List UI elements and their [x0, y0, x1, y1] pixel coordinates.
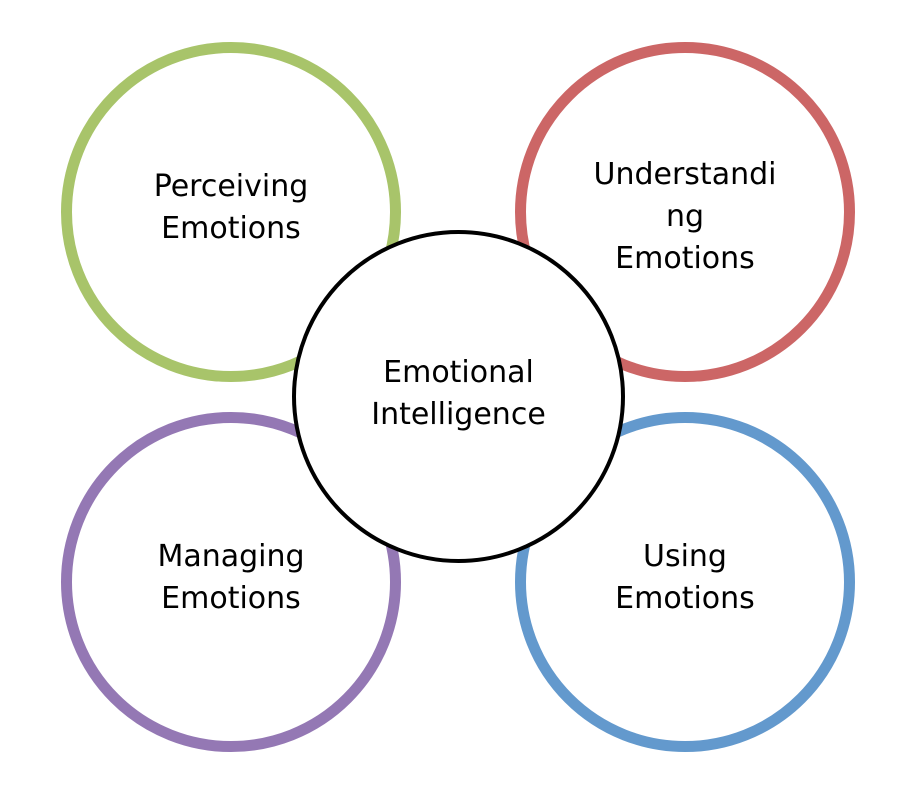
emotional-intelligence-label: Emotional Intelligence	[371, 354, 546, 432]
perceiving-emotions-label: Perceiving Emotions	[153, 169, 309, 246]
understanding-emotions-label: Understandi ng Emotions	[593, 157, 777, 276]
managing-emotions-label: Managing Emotions	[157, 539, 305, 616]
understanding-emotions-circle: Understandi ng Emotions	[515, 42, 855, 382]
perceiving-emotions-circle: Perceiving Emotions	[61, 42, 401, 382]
using-emotions-circle: Using Emotions	[515, 412, 855, 752]
managing-emotions-circle: Managing Emotions	[61, 412, 401, 752]
emotional-intelligence-circle: Emotional Intelligence	[292, 230, 625, 563]
using-emotions-label: Using Emotions	[615, 539, 755, 616]
